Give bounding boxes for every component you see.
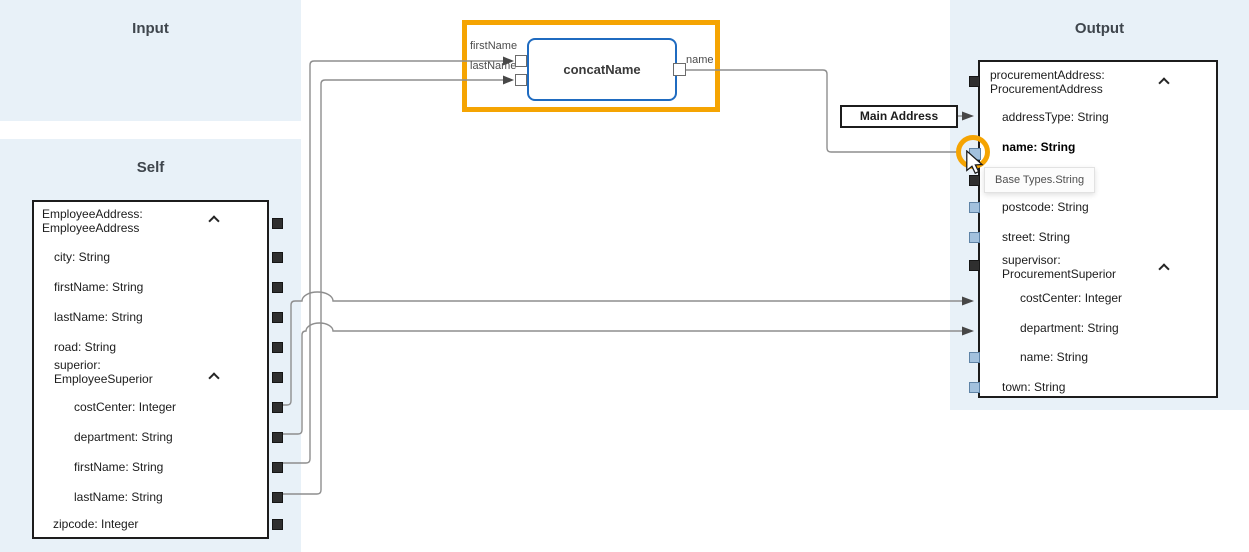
chevron-up-icon[interactable]	[1158, 77, 1170, 89]
constant-label: Main Address	[859, 109, 939, 123]
tree-node-label: procurementAddress:	[990, 68, 1105, 82]
output-panel-title: Output	[1074, 20, 1125, 37]
tree-node-supervisor-costcenter[interactable]: costCenter: Integer	[1020, 291, 1123, 305]
constant-box-main-address[interactable]: Main Address	[840, 105, 958, 128]
output-port-town[interactable]	[969, 382, 980, 393]
connection-department[interactable]	[281, 322, 962, 435]
tree-node-procurementaddress[interactable]: procurementAddress: ProcurementAddress	[990, 68, 1105, 96]
function-input-label-lastname: lastName	[470, 60, 517, 72]
tree-node-supervisor-name[interactable]: name: String	[1020, 350, 1089, 364]
self-port-superior-firstname[interactable]	[272, 462, 283, 473]
output-port-hidden-row[interactable]	[969, 175, 980, 186]
chevron-up-icon[interactable]	[208, 372, 220, 384]
concat-output-port-name[interactable]	[673, 63, 686, 76]
tree-node-town[interactable]: town: String	[1002, 380, 1066, 394]
tree-node-supervisor[interactable]: supervisor: ProcurementSuperior	[1002, 253, 1116, 281]
self-panel-title: Self	[136, 159, 165, 176]
chevron-up-icon[interactable]	[208, 215, 220, 227]
tree-node-postcode[interactable]: postcode: String	[1002, 200, 1089, 214]
self-port-superior-department[interactable]	[272, 432, 283, 443]
function-output-label-name: name	[686, 54, 714, 66]
function-highlight-frame	[462, 20, 720, 112]
chevron-up-icon[interactable]	[1158, 263, 1170, 275]
connection-costcenter[interactable]	[281, 291, 962, 406]
self-port-zipcode[interactable]	[272, 519, 283, 530]
tree-node-lastname[interactable]: lastName: String	[54, 310, 143, 324]
concat-function-box[interactable]: concatName	[527, 38, 677, 101]
output-port-procurementaddress[interactable]	[969, 76, 980, 87]
output-port-postcode[interactable]	[969, 202, 980, 213]
self-port-superior-costcenter[interactable]	[272, 402, 283, 413]
input-panel-title: Input	[132, 20, 169, 37]
connection-superior-firstname-to-concat[interactable]	[281, 60, 503, 464]
tree-node-label: EmployeeSuperior	[54, 372, 153, 386]
tree-node-firstname[interactable]: firstName: String	[54, 280, 144, 294]
tree-node-superior-lastname[interactable]: lastName: String	[74, 490, 163, 504]
tree-node-superior-department[interactable]: department: String	[74, 430, 173, 444]
tree-node-employeeaddress[interactable]: EmployeeAddress: EmployeeAddress	[42, 207, 143, 235]
self-port-firstname[interactable]	[272, 282, 283, 293]
output-port-street[interactable]	[969, 232, 980, 243]
tree-node-label: superior:	[54, 358, 101, 372]
connection-superior-lastname-to-concat[interactable]	[281, 79, 503, 495]
self-tree-box: EmployeeAddress: EmployeeAddress city: S…	[32, 200, 283, 539]
tree-node-zipcode[interactable]: zipcode: Integer	[53, 517, 139, 531]
tree-node-superior[interactable]: superior: EmployeeSuperior	[54, 358, 153, 386]
input-panel: Input	[0, 0, 301, 121]
tree-node-road[interactable]: road: String	[54, 340, 117, 354]
self-port-superior-lastname[interactable]	[272, 492, 283, 503]
tree-node-superior-firstname[interactable]: firstName: String	[74, 460, 164, 474]
type-tooltip: Base Types.String	[984, 167, 1096, 193]
output-port-supervisor-name[interactable]	[969, 352, 980, 363]
tree-node-label: ProcurementSuperior	[1002, 267, 1117, 281]
self-port-city[interactable]	[272, 252, 283, 263]
tree-node-superior-costcenter[interactable]: costCenter: Integer	[74, 400, 177, 414]
function-label: concatName	[563, 62, 641, 77]
output-port-supervisor[interactable]	[969, 260, 980, 271]
connection-concat-output-drag[interactable]	[686, 69, 957, 153]
self-port-employeeaddress[interactable]	[272, 218, 283, 229]
tree-node-street[interactable]: street: String	[1002, 230, 1071, 244]
tree-node-supervisor-department[interactable]: department: String	[1020, 321, 1119, 335]
function-input-label-firstname: firstName	[470, 40, 518, 52]
concat-input-port-firstname[interactable]	[515, 55, 527, 67]
concat-input-port-lastname[interactable]	[515, 74, 527, 86]
mouse-pointer-icon	[966, 150, 984, 174]
tree-node-addresstype[interactable]: addressType: String	[1002, 110, 1109, 124]
tree-node-label: EmployeeAddress	[42, 221, 140, 235]
self-port-superior[interactable]	[272, 372, 283, 383]
output-tree-box: procurementAddress: ProcurementAddress a…	[969, 60, 1218, 398]
self-port-road[interactable]	[272, 342, 283, 353]
self-port-lastname[interactable]	[272, 312, 283, 323]
tree-node-name[interactable]: name: String	[1002, 140, 1076, 154]
tree-node-label: ProcurementAddress	[990, 82, 1103, 96]
tree-node-city[interactable]: city: String	[54, 250, 111, 264]
tree-node-label: supervisor:	[1002, 253, 1061, 267]
tree-node-label: EmployeeAddress:	[42, 207, 143, 221]
